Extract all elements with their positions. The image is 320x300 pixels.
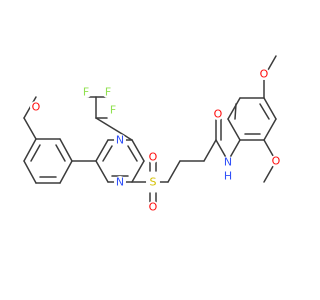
bond: [23, 96, 37, 119]
hydrogen-atom-amide: H: [222, 170, 234, 183]
nitrogen-atom-amide: N: [222, 156, 234, 169]
bond: [95, 139, 109, 162]
svg-text:O: O: [272, 155, 281, 168]
bond: [95, 117, 133, 141]
oxygen-atom-sulfonyl: O: [147, 151, 159, 164]
bond: [131, 139, 145, 162]
nitrogen-atom-ring: N: [114, 134, 126, 147]
oxygen-atom-methoxy: O: [270, 155, 282, 168]
bond: [30, 144, 41, 162]
bond: [23, 160, 37, 184]
oxygen-atom-sulfonyl: O: [147, 201, 159, 214]
svg-text:N: N: [224, 156, 232, 169]
bond: [203, 139, 217, 162]
fluorine-atom: F: [107, 104, 119, 117]
molecule-structure: F F F O N N S O: [23, 55, 282, 214]
bond: [55, 144, 66, 162]
svg-text:O: O: [149, 201, 158, 214]
oxygen-atom-methoxy: O: [30, 101, 42, 114]
bond: [102, 145, 113, 162]
oxygen-atom-carbonyl: O: [212, 108, 224, 121]
svg-text:O: O: [260, 68, 269, 81]
nitrogen-atom-ring: N: [114, 176, 126, 189]
bond: [23, 138, 37, 162]
bond: [227, 97, 241, 120]
svg-text:O: O: [149, 151, 158, 164]
bond: [234, 103, 237, 120]
bond: [263, 118, 277, 141]
bond: [127, 145, 138, 162]
svg-text:H: H: [224, 170, 232, 183]
bond: [167, 160, 181, 183]
sulfur-atom: S: [146, 175, 160, 189]
bond: [23, 117, 37, 140]
svg-text:O: O: [32, 101, 41, 114]
bond: [227, 118, 241, 141]
bond: [95, 160, 109, 183]
fluorine-atom: F: [102, 86, 114, 99]
bond: [259, 103, 270, 120]
svg-text:F: F: [105, 86, 111, 99]
svg-text:F: F: [83, 86, 89, 99]
atom-label-layer: F F F O N N S O: [30, 68, 282, 214]
bond: [59, 138, 73, 162]
oxygen-atom-methoxy: O: [258, 68, 270, 81]
svg-text:N: N: [116, 176, 124, 189]
bond: [263, 97, 277, 120]
svg-text:O: O: [214, 108, 223, 121]
svg-text:N: N: [116, 134, 124, 147]
bond: [59, 160, 73, 184]
svg-text:F: F: [110, 104, 116, 117]
bond: [131, 160, 145, 183]
svg-text:S: S: [150, 176, 157, 189]
fluorine-atom: F: [80, 86, 92, 99]
